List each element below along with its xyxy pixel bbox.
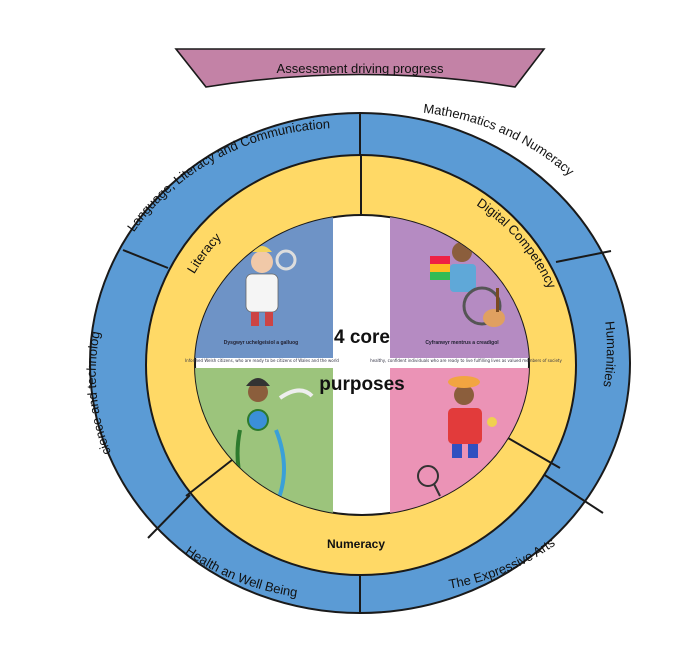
quadrant-caption-ambitious: Dysgwyr uchelgeisiol a galluog <box>224 340 298 346</box>
middle-label-numeracy: Numeracy <box>327 537 385 551</box>
scientist-illustration <box>245 246 297 326</box>
outer-divider <box>555 250 612 263</box>
core-title-line2: purposes <box>319 374 405 395</box>
middle-divider <box>185 459 233 497</box>
strip-text-healthy: healthy, confident individuals who are r… <box>370 358 562 363</box>
sports-illustration <box>417 376 497 497</box>
outer-label-science: Science and technology <box>0 0 114 457</box>
core-title-line1: 4 core <box>334 327 390 348</box>
assessment-banner: Assessment driving progress <box>174 48 546 88</box>
outer-divider <box>147 494 191 539</box>
outer-label-humanities: Humanities <box>600 320 619 389</box>
middle-divider <box>507 437 561 469</box>
strip-text-citizens: Informed Welsh citizens, who are ready t… <box>185 358 339 363</box>
outer-divider <box>122 249 169 269</box>
assessment-banner-label: Assessment driving progress <box>277 61 444 76</box>
wheelchair-guitar-illustration <box>430 242 505 327</box>
quadrant-caption-enterprising: Cyfranwyr mentrus a creadigol <box>425 340 499 346</box>
core-purposes: Dysgwyr uchelgeisiol a galluog Cyfranwyr… <box>185 214 563 516</box>
